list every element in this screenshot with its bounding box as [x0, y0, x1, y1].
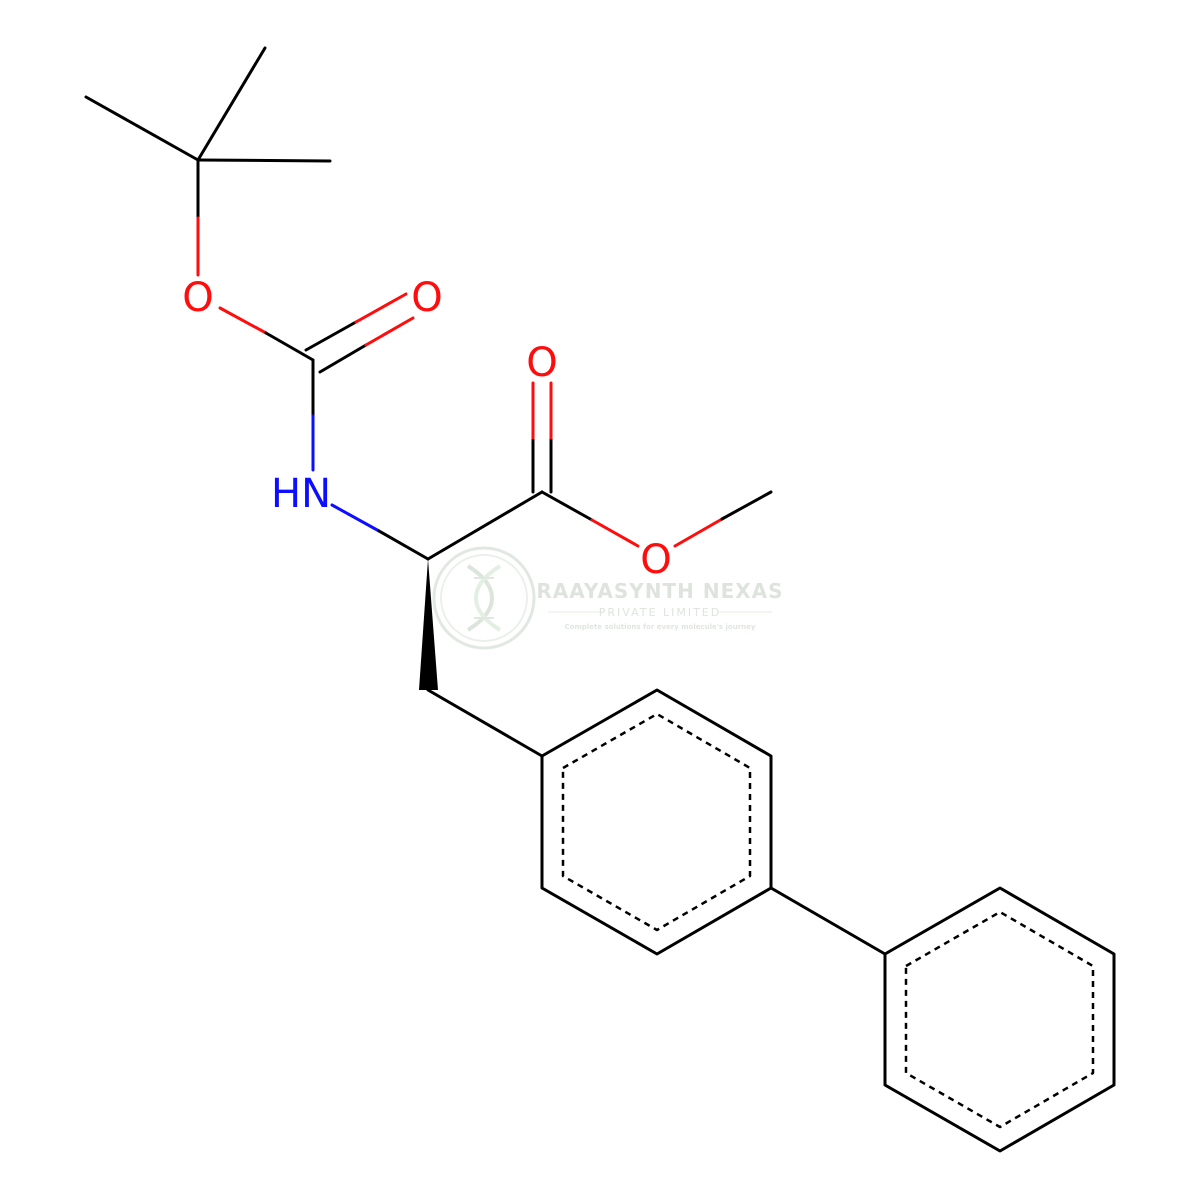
- atom-label-nitrogen: HN: [271, 471, 331, 517]
- bond: [364, 316, 415, 347]
- watermark-tagline: Complete solutions for every molecule's …: [565, 623, 756, 631]
- phenylene-ring: [540, 688, 773, 956]
- phenyl-ring: [883, 886, 1116, 1153]
- bond: [196, 46, 267, 162]
- stereo-wedge-bond: [419, 559, 438, 690]
- watermark-company: RAAYASYNTH NEXAS: [536, 579, 783, 603]
- bond: [84, 95, 200, 162]
- bond: [304, 320, 358, 352]
- atom-label-oxygen-ether: O: [182, 275, 213, 321]
- biaryl-bond: [769, 886, 887, 956]
- methyl-ester: [426, 381, 773, 561]
- watermark-subtitle: PRIVATE LIMITED: [599, 606, 721, 619]
- watermark: RAAYASYNTH NEXAS PRIVATE LIMITED Complet…: [432, 546, 783, 650]
- bond: [673, 517, 724, 548]
- atom-label-oxygen-ester: O: [640, 537, 671, 583]
- tert-butyl-group: [84, 46, 332, 220]
- bond: [264, 331, 315, 362]
- bond: [196, 158, 332, 163]
- bond: [590, 518, 640, 548]
- bond: [426, 688, 544, 758]
- bond: [426, 490, 544, 561]
- bond: [330, 503, 381, 533]
- boc-carbamate: [196, 216, 430, 561]
- bond: [354, 292, 408, 324]
- atom-label-oxygen-carbonyl: O: [411, 275, 442, 321]
- bond: [377, 529, 430, 561]
- atom-label-oxygen-ester-carbonyl: O: [526, 340, 557, 386]
- bond: [218, 306, 268, 335]
- bond: [720, 490, 773, 521]
- bond: [540, 490, 594, 522]
- dna-helix-icon: [432, 546, 536, 650]
- bond: [318, 343, 368, 374]
